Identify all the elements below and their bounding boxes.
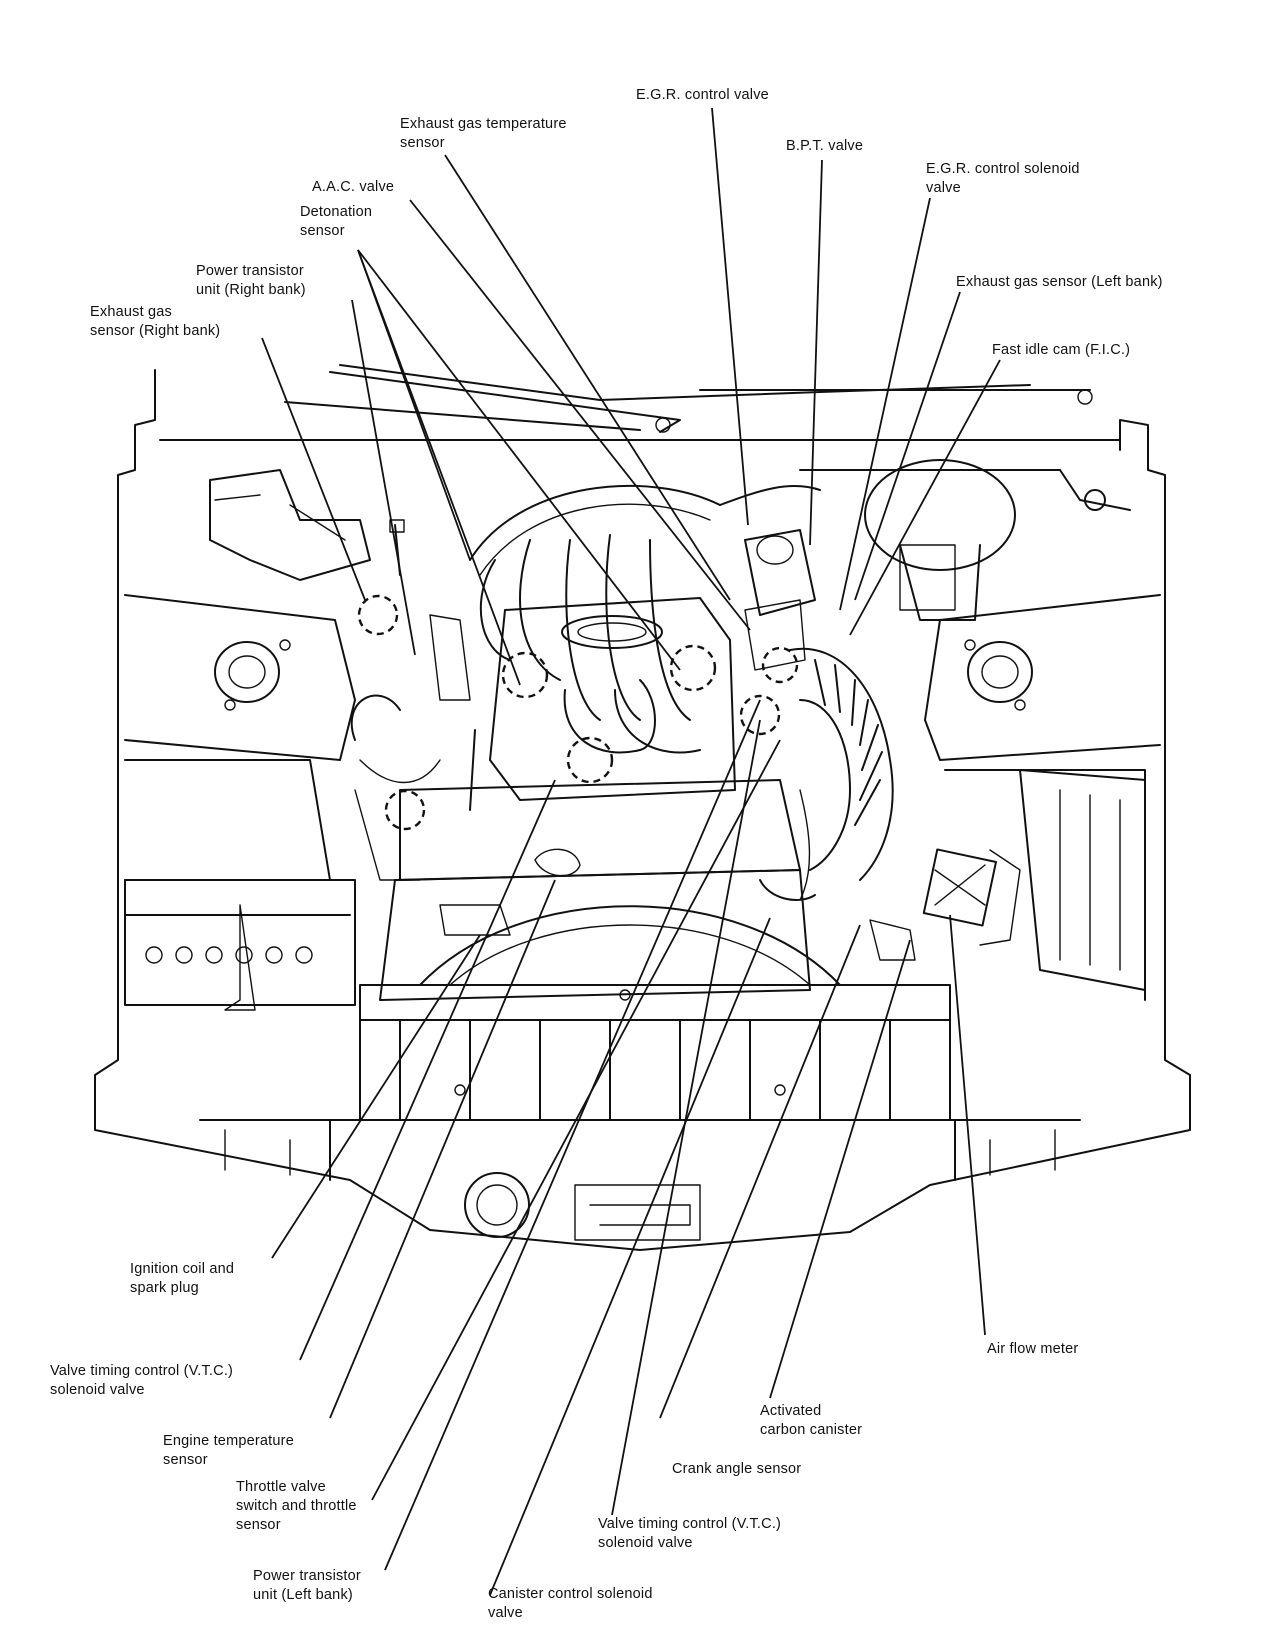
- label-vtc-solenoid-left: Valve timing control (V.T.C.) solenoid v…: [50, 1363, 234, 1398]
- label-crank-angle-sensor: Crank angle sensor: [672, 1461, 802, 1477]
- engine-bay-outline: [94, 364, 1191, 1251]
- leader-lines: [261, 107, 1001, 1596]
- label-aac-valve: A.A.C. valve: [312, 179, 395, 195]
- label-fast-idle-cam: Fast idle cam (F.I.C.): [992, 342, 1131, 358]
- label-engine-temperature-sensor: Engine temperature sensor: [163, 1433, 294, 1468]
- label-bpt-valve: B.P.T. valve: [786, 138, 864, 154]
- label-detonation-sensor: Detonation sensor: [300, 204, 373, 239]
- label-exhaust-gas-sensor-left: Exhaust gas sensor (Left bank): [956, 274, 1163, 290]
- label-vtc-solenoid-right: Valve timing control (V.T.C.) solenoid v…: [598, 1516, 782, 1551]
- component-highlight-circles: [357, 594, 799, 831]
- label-egr-control-valve: E.G.R. control valve: [636, 87, 769, 103]
- label-power-transistor-left: Power transistor unit (Left bank): [253, 1568, 361, 1603]
- label-egr-control-solenoid-valve: E.G.R. control solenoid valve: [926, 161, 1080, 196]
- label-activated-carbon-canister: Activated carbon canister: [760, 1403, 863, 1438]
- label-exhaust-gas-temperature-sensor: Exhaust gas temperature sensor: [400, 116, 567, 151]
- label-canister-control-solenoid: Canister control solenoid valve: [488, 1586, 653, 1621]
- label-exhaust-gas-sensor-right: Exhaust gas sensor (Right bank): [90, 304, 221, 339]
- label-ignition-coil-spark-plug: Ignition coil and spark plug: [130, 1261, 235, 1296]
- label-power-transistor-right: Power transistor unit (Right bank): [196, 263, 306, 298]
- label-throttle-valve-switch: Throttle valve switch and throttle senso…: [236, 1479, 357, 1533]
- label-air-flow-meter: Air flow meter: [987, 1341, 1079, 1357]
